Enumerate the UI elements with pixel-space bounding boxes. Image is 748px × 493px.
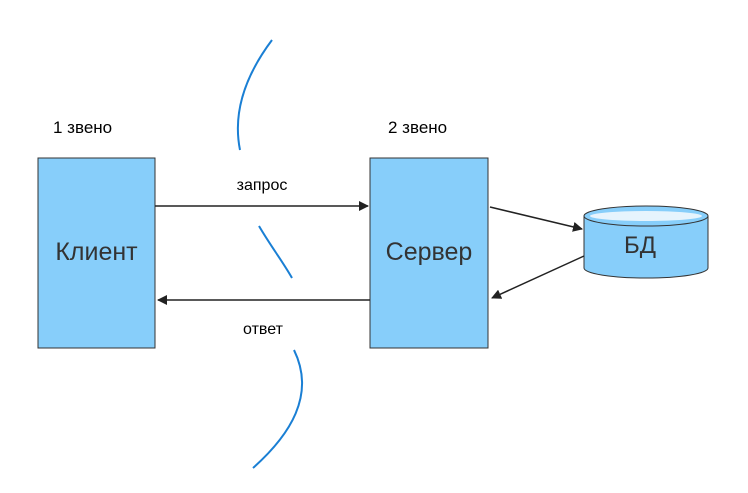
tier1-label: 1 звено <box>53 118 112 137</box>
db-to-server-arrow <box>491 255 585 299</box>
server-label: Сервер <box>386 238 473 266</box>
tier2-label: 2 звено <box>388 118 447 137</box>
server-to-db-arrow <box>489 206 583 232</box>
client-box <box>37 157 156 349</box>
tier-divider-upper <box>236 39 273 151</box>
request-label: запрос <box>237 177 288 194</box>
tier-divider-lower <box>252 349 304 469</box>
response-label: ответ <box>243 321 284 338</box>
client-label: Клиент <box>55 238 138 266</box>
database-cylinder <box>583 205 709 279</box>
tier-divider-middle <box>258 225 293 279</box>
server-box <box>369 157 489 349</box>
db-label: БД <box>624 232 656 259</box>
